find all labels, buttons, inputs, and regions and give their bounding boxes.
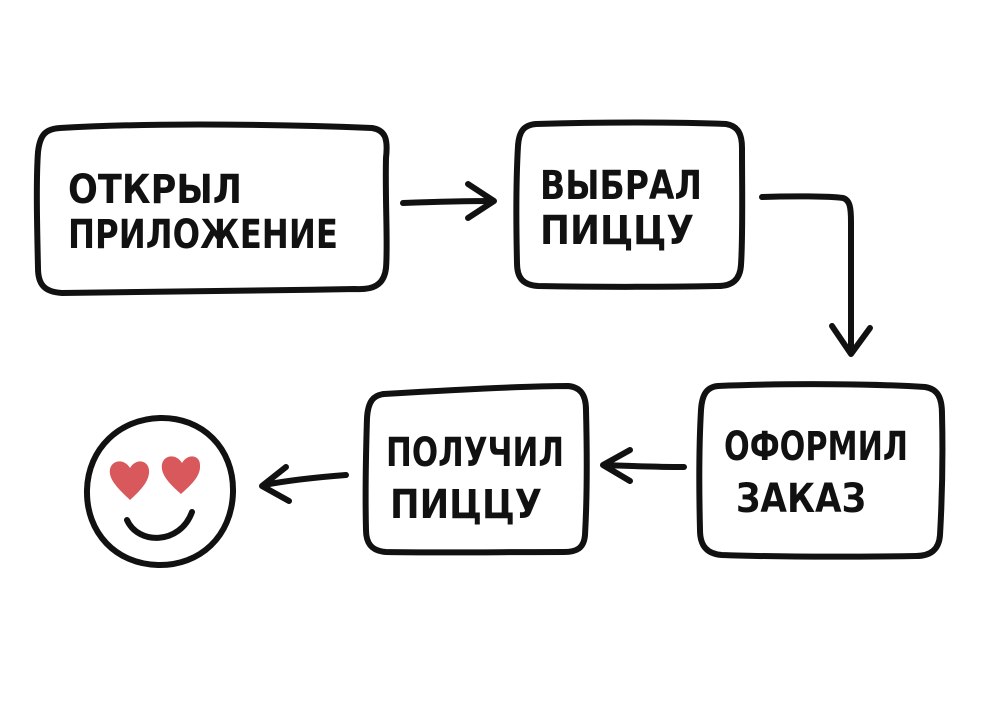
arrow-receive-pizza-to-result [259, 464, 349, 504]
arrow-open-app-to-choose-pizza [400, 181, 497, 221]
step-place-order-border [696, 381, 946, 560]
step-receive-pizza-border [362, 383, 590, 556]
heart-left-icon [109, 461, 150, 500]
step-choose-pizza: ВЫБРАЛ ПИЦЦУ [513, 119, 746, 290]
step-receive-pizza-line1: ПОЛУЧИЛ [386, 430, 564, 476]
smiley-face-outline [83, 414, 237, 569]
arrow-choose-pizza-to-place-order [759, 193, 873, 357]
step-open-app: ОТКРЫЛ ПРИЛОЖЕНИЕ [33, 121, 390, 296]
step-open-app-border [33, 121, 390, 296]
step-choose-pizza-line2: ПИЦЦУ [540, 208, 694, 254]
step-open-app-line1: ОТКРЫЛ [68, 167, 242, 213]
step-open-app-line2: ПРИЛОЖЕНИЕ [68, 212, 338, 258]
step-receive-pizza: ПОЛУЧИЛ ПИЦЦУ [362, 383, 590, 556]
step-choose-pizza-border [513, 119, 746, 290]
step-place-order-line1: ОФОРМИЛ [724, 424, 908, 470]
step-place-order-line2: ЗАКАЗ [736, 476, 866, 522]
arrow-place-order-to-receive-pizza [600, 447, 687, 484]
step-receive-pizza-line2: ПИЦЦУ [390, 482, 542, 528]
heart-right-icon [161, 456, 201, 494]
step-place-order: ОФОРМИЛ ЗАКАЗ [696, 381, 946, 560]
smiley-mouth [124, 509, 195, 541]
heart-eyes-smiley-icon [83, 414, 237, 569]
step-choose-pizza-line1: ВЫБРАЛ [540, 163, 702, 209]
